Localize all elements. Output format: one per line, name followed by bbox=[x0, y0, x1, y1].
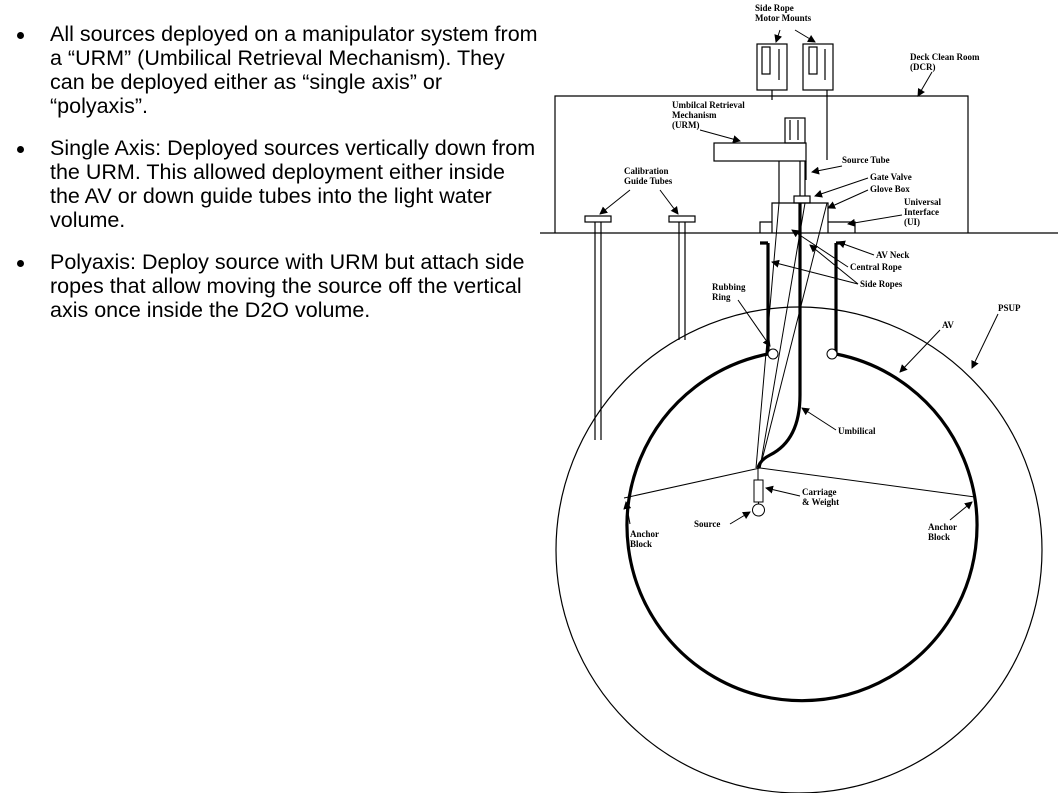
bullet-dot-icon bbox=[17, 146, 24, 153]
rubbing-ring-right bbox=[826, 348, 838, 360]
universal-interface bbox=[759, 221, 856, 233]
bullet-list: All sources deployed on a manipulator sy… bbox=[0, 22, 540, 340]
bullet-item: All sources deployed on a manipulator sy… bbox=[0, 22, 540, 118]
label-source-tube: Source Tube bbox=[842, 155, 890, 165]
carriage bbox=[753, 479, 764, 503]
guide-tube-cap-right bbox=[668, 215, 696, 223]
guide-tube-cap-left bbox=[584, 215, 612, 223]
source-ball bbox=[752, 503, 765, 517]
label-glove-box: Glove Box bbox=[870, 184, 910, 194]
bullet-text: All sources deployed on a manipulator sy… bbox=[50, 22, 538, 118]
label-psup: PSUP bbox=[998, 303, 1021, 313]
label-av-neck: AV Neck bbox=[876, 250, 909, 260]
bullet-item: Single Axis: Deployed sources vertically… bbox=[0, 136, 540, 232]
label-carriage-weight: Carriage& Weight bbox=[802, 487, 839, 507]
motor-mount-right bbox=[802, 43, 834, 91]
bullet-item: Polyaxis: Deploy source with URM but att… bbox=[0, 250, 540, 322]
label-central-rope: Central Rope bbox=[850, 262, 902, 272]
label-source: Source bbox=[694, 519, 720, 529]
bullet-text: Polyaxis: Deploy source with URM but att… bbox=[50, 250, 525, 322]
side-rope-left bbox=[755, 202, 780, 469]
deck-clean-room-outline bbox=[554, 95, 969, 233]
av-sphere bbox=[625, 352, 979, 703]
label-deck-clean-room: Deck Clean Room(DCR) bbox=[910, 52, 980, 72]
label-umbilical: Umbilical bbox=[838, 426, 876, 436]
urm-body bbox=[713, 142, 807, 162]
umbilical bbox=[756, 203, 802, 469]
label-side-ropes: Side Ropes bbox=[860, 279, 903, 289]
label-av: AV bbox=[942, 320, 954, 330]
bullet-dot-icon bbox=[17, 260, 24, 267]
rubbing-ring-left bbox=[767, 348, 779, 360]
central-rope bbox=[759, 202, 806, 469]
bullet-text: Single Axis: Deployed sources vertically… bbox=[50, 136, 536, 232]
label-gate-valve: Gate Valve bbox=[870, 172, 912, 182]
bullet-dot-icon bbox=[17, 32, 24, 39]
gate-valve bbox=[793, 195, 811, 204]
